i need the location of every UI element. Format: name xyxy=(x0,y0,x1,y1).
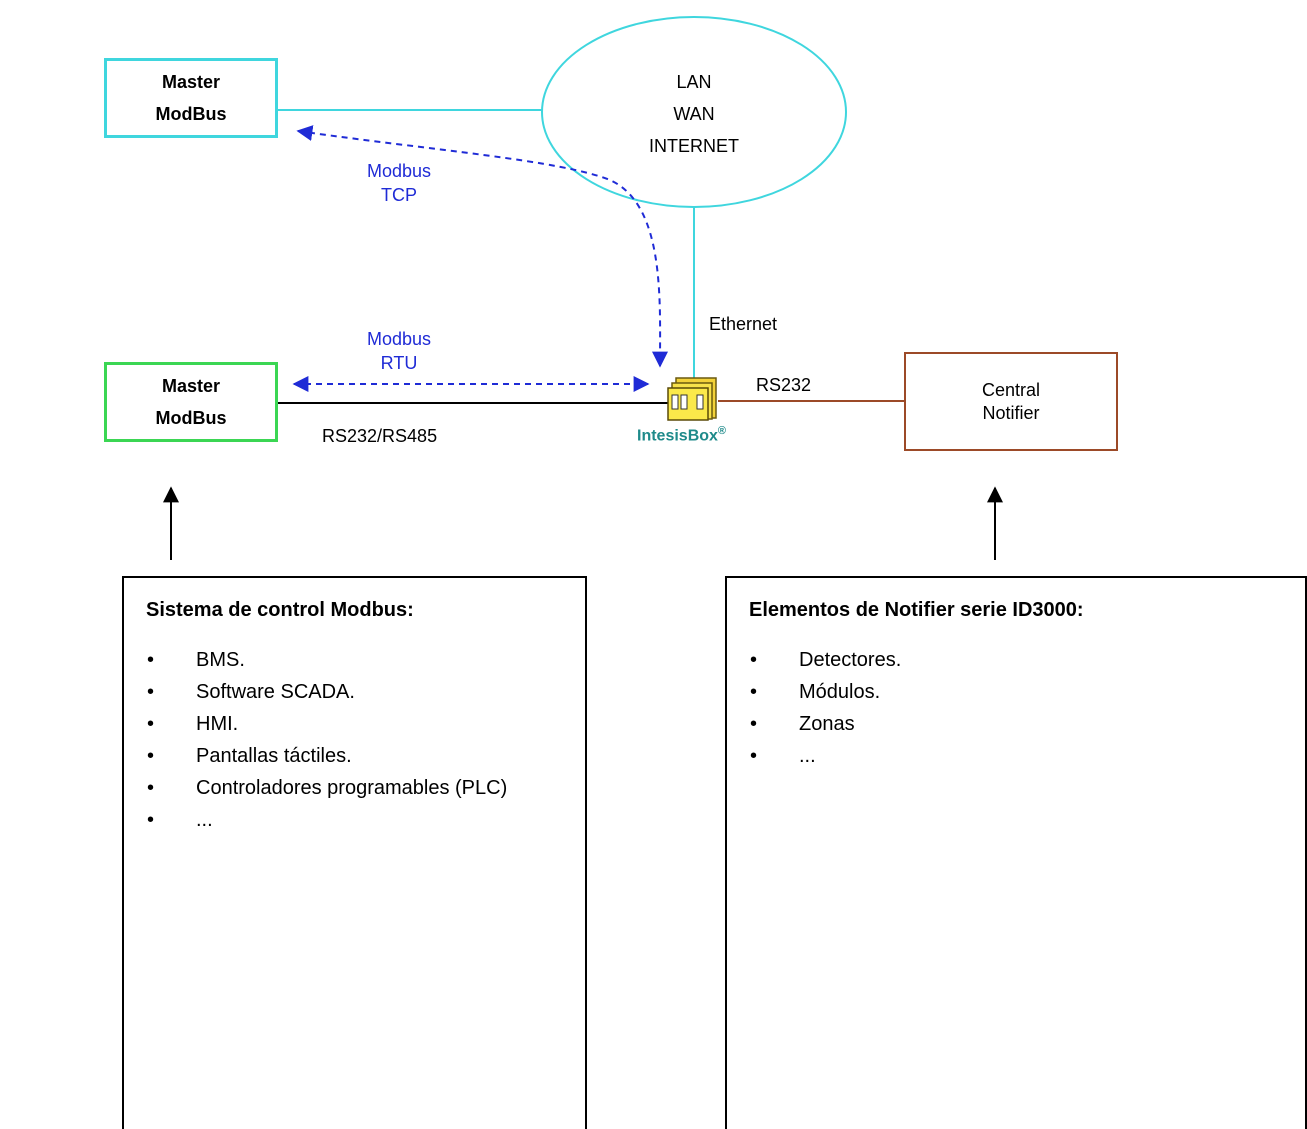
master-rtu-line2: ModBus xyxy=(155,408,227,428)
cloud-label-internet: INTERNET xyxy=(649,136,739,156)
ethernet-label: Ethernet xyxy=(709,314,778,334)
modbus-control-system-box: Sistema de control Modbus: •BMS. •Softwa… xyxy=(122,576,587,1129)
modbus-tcp-arrow xyxy=(296,125,669,368)
list-item: •Zonas xyxy=(750,713,855,735)
intesisbox-device-icon xyxy=(667,377,717,421)
central-line1: Central xyxy=(981,379,1041,400)
rs232-label: RS232 xyxy=(756,375,812,395)
list-item: •BMS. xyxy=(147,649,245,671)
central-notifier-box: Central Notifier xyxy=(904,352,1118,451)
modbus-rtu-label-1: Modbus xyxy=(366,329,432,349)
master-tcp-line1: Master xyxy=(161,72,221,92)
master-modbus-tcp-box: Master ModBus xyxy=(104,58,278,138)
modbus-rtu-label-2: RTU xyxy=(380,353,418,373)
notifier-elements-box: Elementos de Notifier serie ID3000: •Det… xyxy=(725,576,1307,1129)
list-item: •Módulos. xyxy=(750,681,881,703)
list-item: •... xyxy=(147,809,213,831)
registered-mark: ® xyxy=(717,425,727,437)
notifier-box-title: Elementos de Notifier serie ID3000: xyxy=(749,599,1084,621)
modbus-tcp-label-1: Modbus xyxy=(366,161,432,181)
master-modbus-rtu-box: Master ModBus xyxy=(104,362,278,442)
cloud-label-wan: WAN xyxy=(673,104,715,124)
intesisbox-name: IntesisBox xyxy=(637,427,718,445)
modbus-box-title: Sistema de control Modbus: xyxy=(146,599,414,621)
cloud-label-lan: LAN xyxy=(676,72,712,92)
list-item: •... xyxy=(750,745,816,767)
master-tcp-line2: ModBus xyxy=(155,104,227,124)
rs232-rs485-label: RS232/RS485 xyxy=(322,426,438,446)
list-item: •Detectores. xyxy=(750,649,902,671)
master-rtu-line1: Master xyxy=(161,376,221,396)
modbus-box-list: •BMS. •Software SCADA. •HMI. •Pantallas … xyxy=(147,644,585,836)
list-item: •Software SCADA. xyxy=(147,681,355,703)
list-item: •Pantallas táctiles. xyxy=(147,745,352,767)
central-line2: Notifier xyxy=(982,402,1040,423)
list-item: •HMI. xyxy=(147,713,239,735)
modbus-tcp-label-2: TCP xyxy=(381,185,417,205)
notifier-box-list: •Detectores. •Módulos. •Zonas •... xyxy=(750,644,1305,772)
intesisbox-label: IntesisBox® xyxy=(637,425,726,445)
list-item: •Controladores programables (PLC) xyxy=(147,777,508,799)
